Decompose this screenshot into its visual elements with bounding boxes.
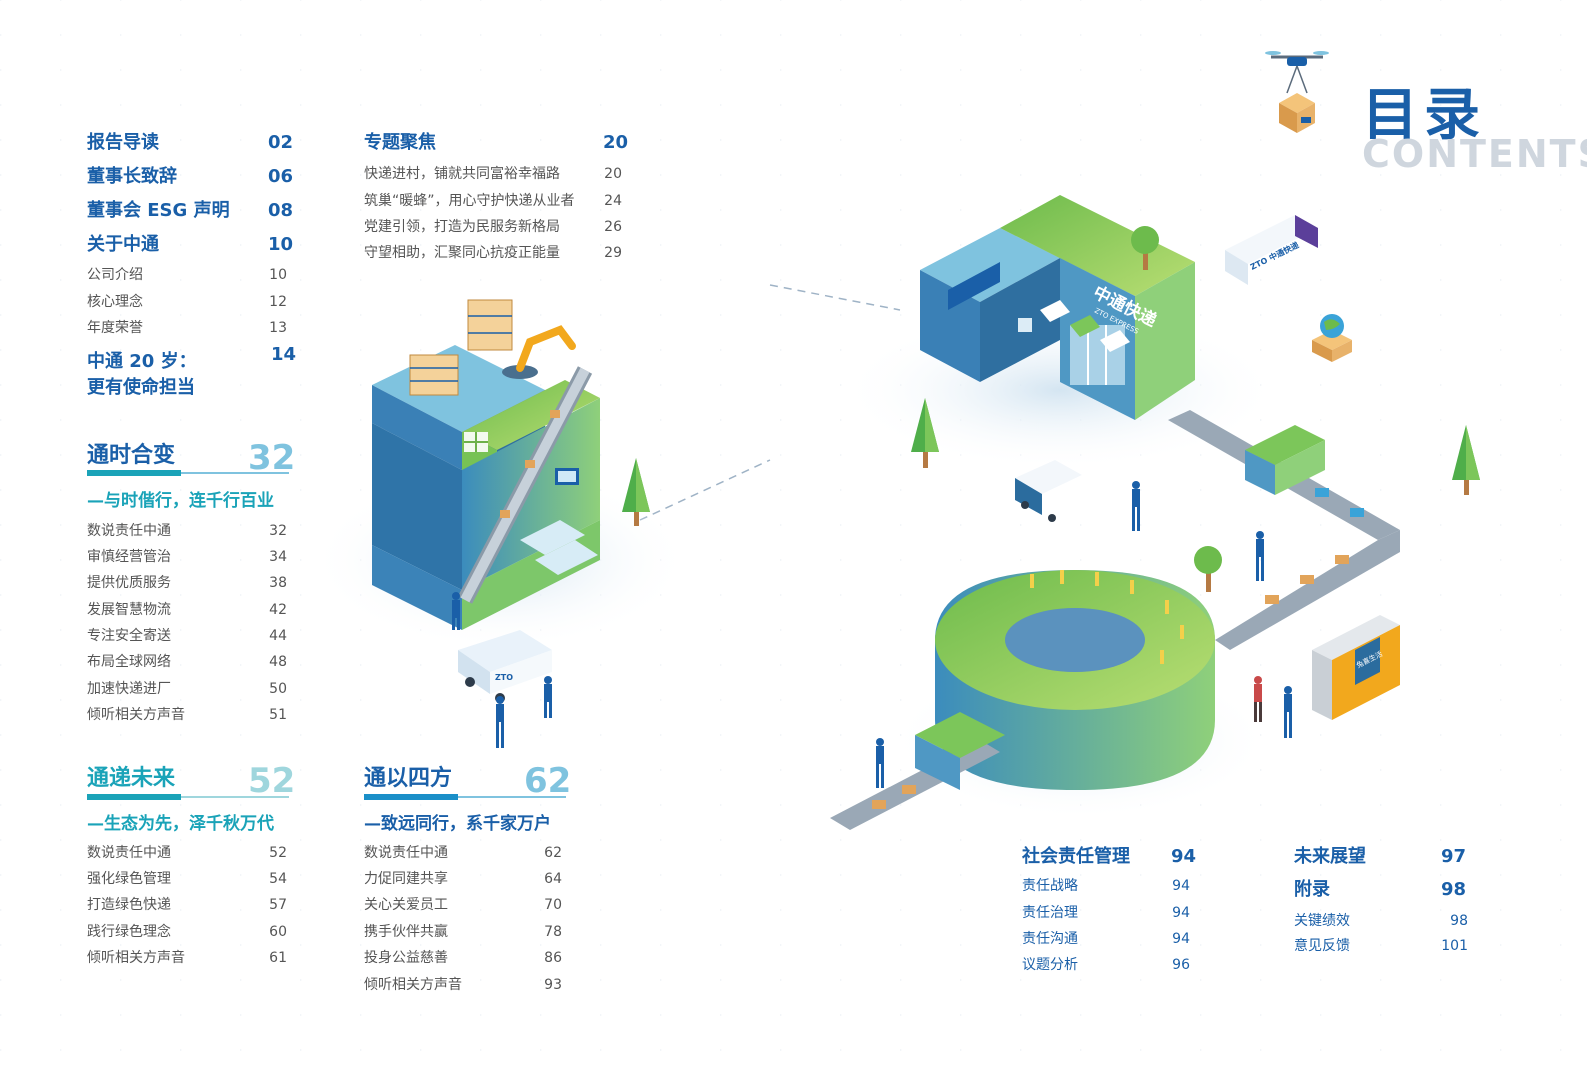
toc-page-anniversary: 14: [271, 344, 297, 365]
section-2-subtitle: —生态为先，泽千秋万代: [87, 814, 274, 834]
section-1-subtitle: —与时偕行，连千行百业: [87, 491, 274, 511]
toc-item-anniversary[interactable]: 中通 20 岁： 更有使命担当: [87, 351, 197, 398]
section-3-subtitle: —致远同行，系千家万户: [364, 814, 551, 834]
section-2-divider: [87, 796, 289, 798]
parcel-locker: 兔喜生活: [1312, 615, 1400, 720]
section-2-title[interactable]: 通递未来: [87, 766, 176, 791]
dashed-connector: [639, 459, 771, 521]
letter-z-block: [310, 299, 690, 650]
svg-text:ZTO: ZTO: [495, 673, 513, 682]
truck: ZTO 中通快递: [1225, 215, 1318, 285]
page-title-en: CONTENTS: [1362, 132, 1587, 176]
tree-icon: [1194, 546, 1222, 592]
globe-box-icon: [1312, 314, 1352, 362]
delivery-van: ZTO: [458, 630, 552, 703]
page-title: 目录: [1362, 83, 1486, 148]
conveyor-belt-lower: [830, 712, 1005, 830]
customer-figure: [1254, 676, 1262, 722]
section-1-title[interactable]: 通时合变: [87, 443, 176, 468]
section-3-divider: [364, 796, 566, 798]
section-1-divider: [87, 472, 289, 474]
dashed-connector: [769, 284, 901, 311]
drone-icon: [1265, 51, 1329, 133]
tree-icon: [1131, 226, 1159, 270]
section-2-number: 52: [248, 761, 296, 801]
letter-t-building: 中通快递 ZTO EXPRESS: [840, 195, 1280, 470]
worker-figures: [452, 481, 1292, 788]
section-1-accent: [87, 470, 181, 476]
tree-icon: [911, 398, 939, 468]
conveyor-belt: [1168, 410, 1400, 650]
section-3-title[interactable]: 通以四方: [364, 766, 453, 791]
tree-icon: [622, 458, 650, 526]
section-1-number: 32: [248, 438, 296, 478]
section-3-accent: [364, 794, 458, 800]
section-2-accent: [87, 794, 181, 800]
section-3-number: 62: [524, 761, 572, 801]
delivery-van-small: [1015, 460, 1082, 522]
tree-icon: [1452, 425, 1480, 495]
